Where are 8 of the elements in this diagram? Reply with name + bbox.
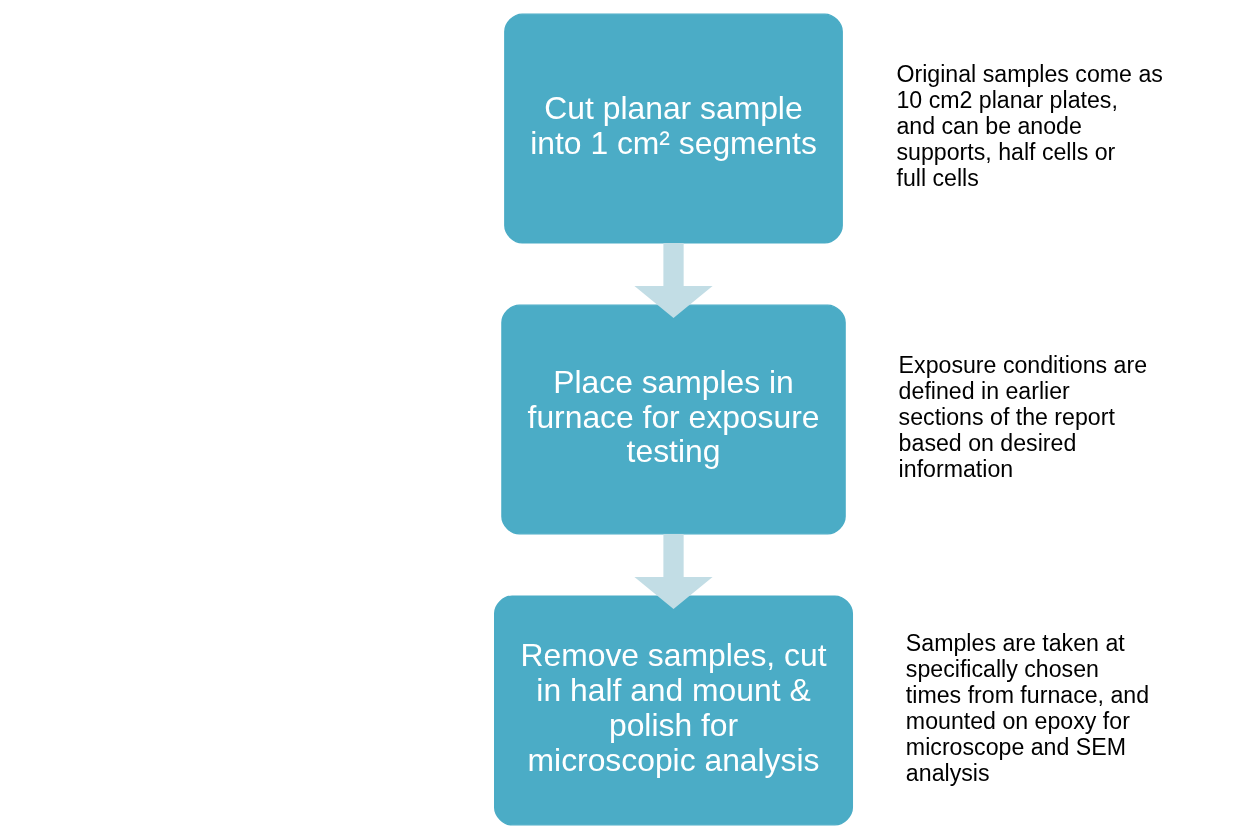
node-label: Samples are taken at specifically chosen times from furnace, and mounted on epoxy for microscope and SEM analysis <box>905 629 1150 787</box>
arrow <box>634 534 713 609</box>
node-label: Exposure conditions are defined in earlier sections of the report based on desired information <box>898 351 1148 483</box>
node-box: Remove samples, cut in half and mount & polish for microscopic analysis <box>494 595 854 826</box>
node-box: Place samples in furnace for exposure testing <box>501 304 846 535</box>
arrow <box>634 243 713 318</box>
node-label: Original samples come as 10 cm2 planar plates, and can be anode supports, half cells or full cells <box>896 60 1163 192</box>
node-box: Cut planar sample into 1 cm² segments <box>504 13 843 244</box>
